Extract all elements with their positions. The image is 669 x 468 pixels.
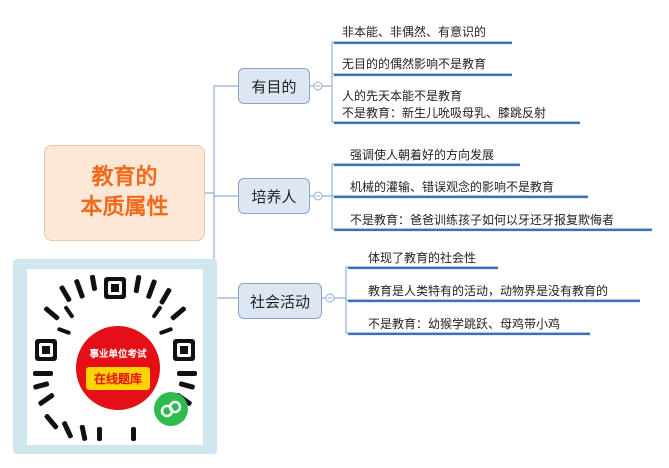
leaf-node: 教育是人类特有的活动，动物界是没有教育的 — [368, 284, 609, 298]
leaf-node: 不是教育：爸爸训练孩子如何以牙还牙报复欺侮者 — [350, 213, 615, 227]
badge-subtitle: 事业单位考试 — [89, 349, 147, 360]
leaf-node: 不是教育：新生儿吮吸母乳、膝跳反射 — [342, 106, 547, 120]
branch-cultivate: 培养人 — [238, 178, 310, 214]
root-title-line2: 本质属性 — [80, 195, 169, 220]
leaf-node: 非本能、非偶然、有意识的 — [342, 25, 487, 39]
leaf-node: 人的先天本能不是教育 — [342, 89, 463, 103]
badge-title: 在线题库 — [85, 367, 150, 390]
leaf-node: 无目的的偶然影响不是教育 — [342, 57, 487, 71]
branch-label: 有目的 — [251, 77, 297, 96]
root-title-line1: 教育的 — [91, 165, 158, 190]
leaf-node: 强调使人朝着好的方向发展 — [350, 148, 495, 162]
qr-pattern — [33, 274, 197, 441]
branch-purposeful: 有目的 — [238, 68, 310, 104]
leaf-node: 体现了教育的社会性 — [368, 251, 477, 265]
leaf-node: 机械的灌输、错误观念的影响不是教育 — [350, 180, 555, 194]
branch-label: 社会活动 — [249, 292, 310, 311]
branch-label: 培养人 — [251, 187, 297, 206]
leaf-node: 不是教育：幼猴学跳跃、母鸡带小鸡 — [368, 317, 561, 331]
root-node: 教育的 本质属性 — [44, 145, 205, 241]
exam-badge: 事业单位考试 在线题库 — [76, 326, 160, 410]
branch-social: 社会活动 — [238, 283, 322, 319]
mini-program-icon — [154, 392, 188, 426]
